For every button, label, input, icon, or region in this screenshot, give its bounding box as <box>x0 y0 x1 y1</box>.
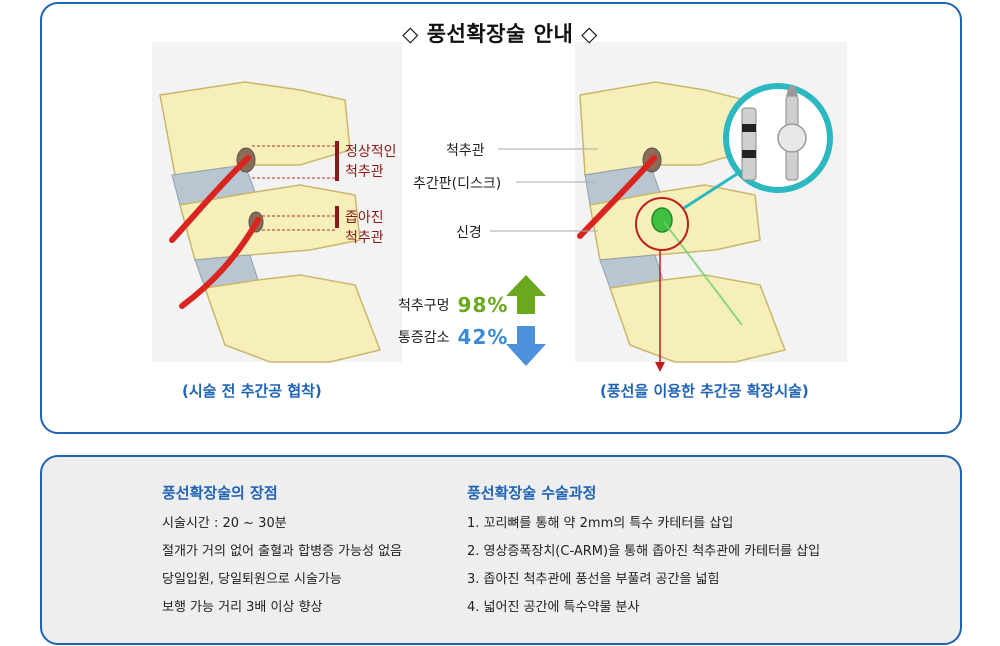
bracket-normal <box>335 141 339 181</box>
process-list: 1. 꼬리뼈를 통해 약 2mm의 특수 카테터를 삽입 2. 영상증폭장치(C… <box>467 510 820 622</box>
catheter-deflated <box>741 107 757 181</box>
left-caption: (시술 전 추간공 협착) <box>182 382 322 400</box>
stat-pain: 통증감소 42% <box>398 325 508 349</box>
info-panel <box>40 455 962 645</box>
nerve-lower <box>179 217 261 309</box>
advantages-list: 시술시간 : 20 ~ 30분 절개가 거의 없어 출혈과 합병증 가능성 없음… <box>162 510 402 622</box>
normal-canal-label: 정상적인 척추관 <box>345 142 397 182</box>
normal-canal-label-line1: 정상적인 <box>345 144 397 160</box>
stat-foramen-value: 98% <box>457 293 509 317</box>
list-item: 1. 꼬리뼈를 통해 약 2mm의 특수 카테터를 삽입 <box>467 516 734 531</box>
left-spine-illustration <box>152 42 402 363</box>
nerve-upper <box>169 155 251 243</box>
list-item: 3. 좁아진 척추관에 풍선을 부풀려 공간을 넓힘 <box>467 572 720 587</box>
narrowed-canal-label: 좁아진 척추관 <box>345 208 384 248</box>
stat-pain-label: 통증감소 <box>398 330 450 346</box>
stat-foramen: 척추구멍 98% <box>398 293 508 317</box>
list-item: 절개가 거의 없어 출혈과 합병증 가능성 없음 <box>162 544 403 559</box>
lower-vertebra <box>203 274 382 363</box>
list-item: 2. 영상증폭장치(C-ARM)을 통해 좁아진 척추관에 카테터를 삽입 <box>467 544 821 559</box>
narrowed-canal-label-line2: 척추관 <box>345 230 384 246</box>
inflated-balloon <box>777 123 807 153</box>
up-arrow-icon <box>506 275 546 314</box>
label-nerve: 신경 <box>456 225 482 241</box>
right-spine-illustration <box>575 42 847 372</box>
nerve-upper <box>577 155 657 239</box>
zoom-connector <box>683 170 741 210</box>
catheter-marker <box>742 124 756 132</box>
label-spinal-canal: 척추관 <box>446 143 485 159</box>
list-item: 4. 넓어진 공간에 특수약물 분사 <box>467 600 640 615</box>
pointer-arrowhead <box>655 362 665 372</box>
spine-diagram <box>152 42 847 372</box>
list-item: 보행 가능 거리 3배 이상 향상 <box>162 600 323 615</box>
stat-foramen-label: 척추구멍 <box>398 298 450 314</box>
catheter-tip <box>786 86 798 96</box>
lower-vertebra <box>608 274 787 363</box>
advantages-title: 풍선확장술의 장점 <box>162 484 278 502</box>
catheter-marker <box>742 150 756 158</box>
down-arrow-icon <box>506 326 546 366</box>
catheter-line <box>663 221 743 326</box>
list-item: 시술시간 : 20 ~ 30분 <box>162 516 287 531</box>
process-title: 풍선확장술 수술과정 <box>467 484 597 502</box>
right-caption: (풍선을 이용한 추간공 확장시술) <box>600 382 809 400</box>
bracket-narrowed <box>335 206 339 228</box>
label-disc: 추간판(디스크) <box>413 176 502 192</box>
narrowed-canal-label-line1: 좁아진 <box>345 210 384 226</box>
normal-canal-label-line2: 척추관 <box>345 164 384 180</box>
page-title: ◇ 풍선확장술 안내 ◇ <box>402 22 598 46</box>
focus-circle <box>635 197 689 251</box>
list-item: 당일입원, 당일퇴원으로 시술가능 <box>162 572 342 587</box>
stat-pain-value: 42% <box>457 325 509 349</box>
